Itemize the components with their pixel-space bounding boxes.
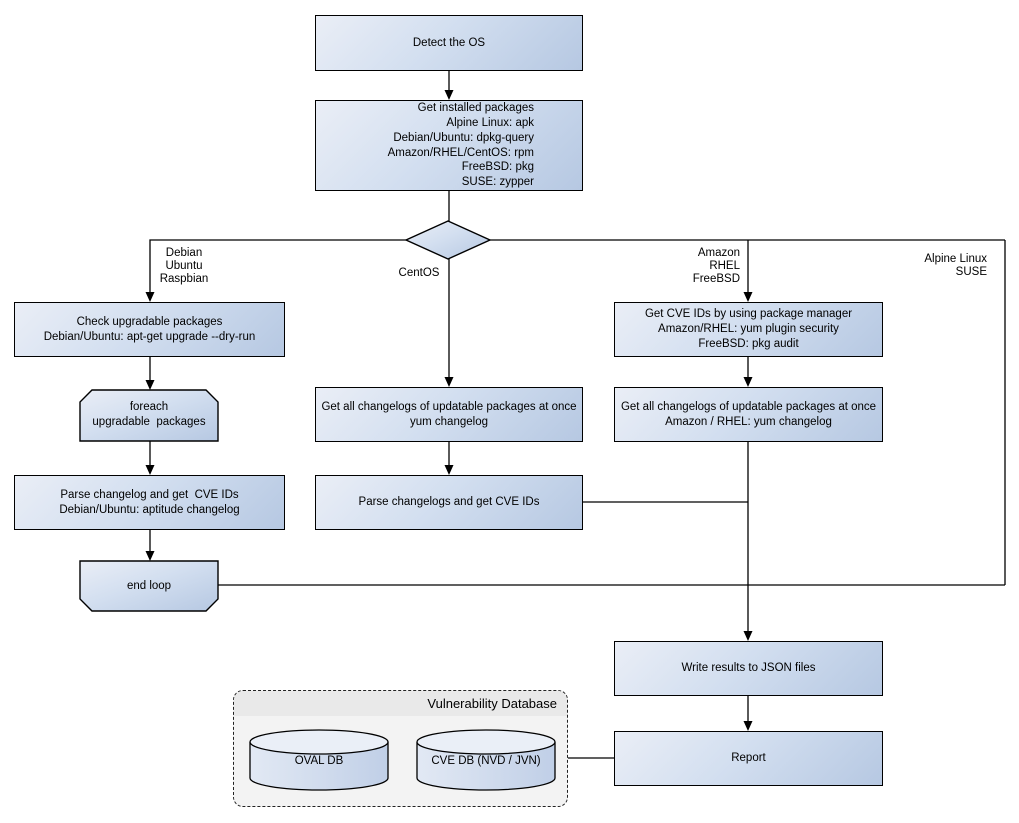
os-decision-diamond xyxy=(404,220,492,260)
branch-label-centos: CentOS xyxy=(398,267,440,279)
end-loop-shape xyxy=(79,560,219,612)
oval-db-label: OVAL DB xyxy=(294,754,344,767)
arrowheads xyxy=(145,90,753,731)
node-report: Report xyxy=(614,731,883,786)
connector-lines xyxy=(149,71,1006,759)
node-check-upgradable-packages: Check upgradable packages Debian/Ubuntu:… xyxy=(14,302,285,357)
cve-db-label: CVE DB (NVD / JVN) xyxy=(431,754,541,767)
node-write-results-json: Write results to JSON files xyxy=(614,641,883,696)
node-get-installed-packages: Get installed packages Alpine Linux: apk… xyxy=(315,100,583,191)
branch-label-debian-ubuntu-raspbian: Debian Ubuntu Raspbian xyxy=(159,247,209,285)
cluster-title: Vulnerability Database xyxy=(234,691,567,716)
oval-db-cylinder xyxy=(249,729,389,791)
node-parse-changelog-left: Parse changelog and get CVE IDs Debian/U… xyxy=(14,475,285,530)
branch-label-alpine-suse: Alpine Linux SUSE xyxy=(924,253,987,278)
branch-label-amazon-rhel-freebsd: Amazon RHEL FreeBSD xyxy=(692,247,740,285)
node-get-changelogs-center: Get all changelogs of updatable packages… xyxy=(315,387,583,442)
node-detect-os: Detect the OS xyxy=(315,15,583,71)
cve-db-cylinder xyxy=(416,729,556,791)
node-parse-changelogs-center: Parse changelogs and get CVE IDs xyxy=(315,475,583,530)
foreach-loop-shape xyxy=(79,389,219,442)
node-get-changelogs-right: Get all changelogs of updatable packages… xyxy=(614,387,883,442)
end-loop-label: end loop xyxy=(126,579,172,592)
foreach-loop-label: foreach upgradable packages xyxy=(92,401,206,428)
node-get-cve-ids-right: Get CVE IDs by using package manager Ama… xyxy=(614,302,883,357)
